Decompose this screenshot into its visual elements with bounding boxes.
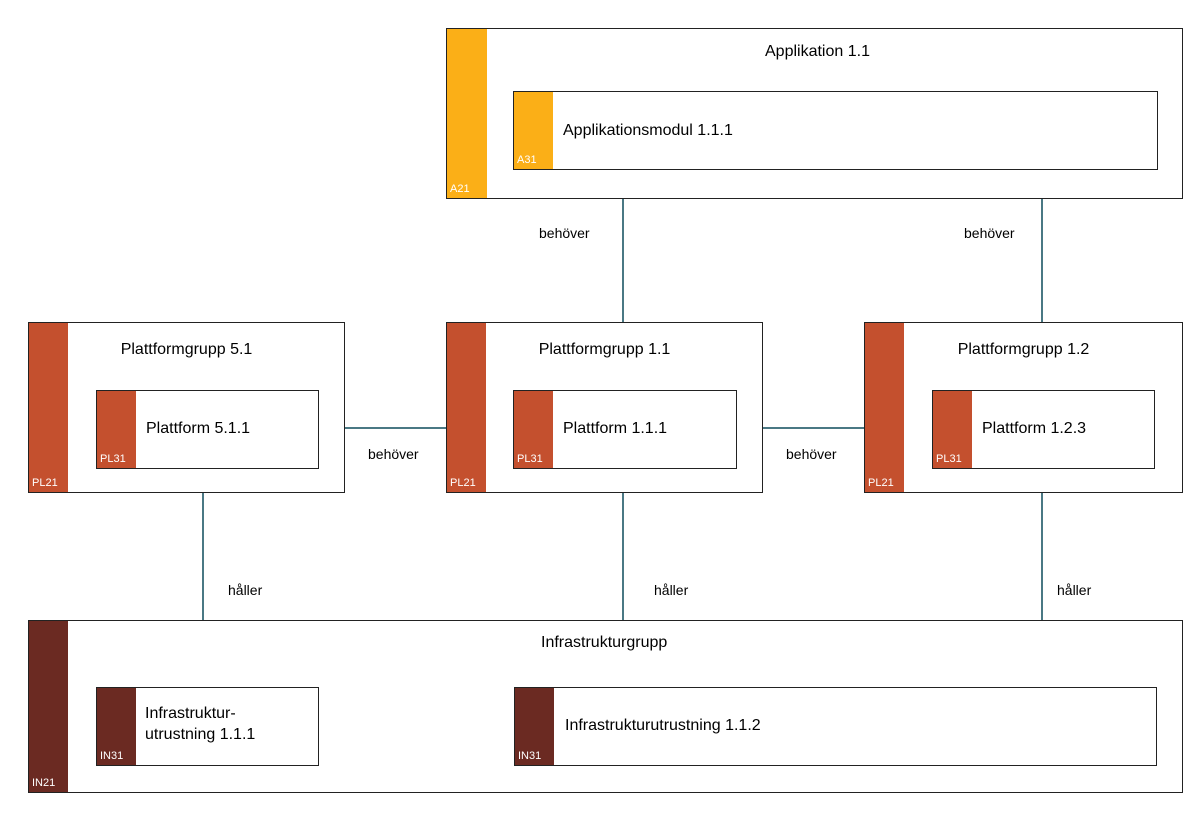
platform-1-2-3-bar: PL31	[933, 391, 972, 468]
infrastructure-equipment-1-1-1: IN31 Infrastruktur- utrustning 1.1.1	[96, 687, 319, 766]
platform-1-2-3: PL31 Plattform 1.2.3	[932, 390, 1155, 469]
infrastructure-group-code: IN21	[32, 777, 56, 789]
edge-label-holds-2: håller	[654, 582, 689, 598]
platform-group-1-1-code: PL21	[450, 477, 476, 489]
application-group-code: A21	[450, 183, 470, 195]
application-group-bar: A21	[447, 29, 487, 198]
edge-label-needs-left: behöver	[539, 225, 590, 241]
platform-group-1-2-bar: PL21	[865, 323, 904, 492]
infrastructure-group-title: Infrastrukturgrupp	[541, 634, 668, 651]
edge-label-needs-right: behöver	[964, 225, 1015, 241]
infrastructure-equipment-1-1-1-bar: IN31	[97, 688, 136, 765]
platform-group-1-1-bar: PL21	[447, 323, 486, 492]
application-module-code: A31	[517, 154, 537, 166]
application-module-title: Applikationsmodul 1.1.1	[563, 122, 733, 139]
application-module-bar: A31	[514, 92, 553, 169]
platform-group-1-1: PL21 Plattformgrupp 1.1 PL31 Plattform 1…	[446, 322, 763, 493]
infrastructure-group: IN21 Infrastrukturgrupp IN31 Infrastrukt…	[28, 620, 1183, 793]
platform-1-2-3-title: Plattform 1.2.3	[982, 420, 1087, 437]
platform-1-1-1-bar: PL31	[514, 391, 553, 468]
infrastructure-equipment-1-1-2-code: IN31	[518, 750, 542, 762]
platform-5-1-1-title: Plattform 5.1.1	[146, 420, 251, 437]
application-module: A31 Applikationsmodul 1.1.1	[513, 91, 1158, 170]
infrastructure-equipment-1-1-1-title-line2: utrustning 1.1.1	[145, 726, 256, 743]
platform-1-1-1-code: PL31	[517, 453, 543, 465]
platform-5-1-1: PL31 Plattform 5.1.1	[96, 390, 319, 469]
edge-label-holds-3: håller	[1057, 582, 1092, 598]
infrastructure-equipment-1-1-1-title-line1: Infrastruktur-	[145, 705, 236, 722]
platform-group-1-1-title: Plattformgrupp 1.1	[538, 341, 671, 358]
platform-group-1-2-title: Plattformgrupp 1.2	[957, 341, 1090, 358]
infrastructure-equipment-1-1-2-title: Infrastrukturutrustning 1.1.2	[565, 717, 761, 734]
infrastructure-equipment-1-1-2-bar: IN31	[515, 688, 554, 765]
edge-label-holds-1: håller	[228, 582, 263, 598]
platform-5-1-1-bar: PL31	[97, 391, 136, 468]
platform-group-1-2-code: PL21	[868, 477, 894, 489]
edge-label-platform-needs-left: behöver	[368, 446, 419, 462]
platform-group-1-2: PL21 Plattformgrupp 1.2 PL31 Plattform 1…	[864, 322, 1183, 493]
application-group-title: Applikation 1.1	[765, 43, 870, 60]
platform-group-5-1: PL21 Plattformgrupp 5.1 PL31 Plattform 5…	[28, 322, 345, 493]
infrastructure-group-bar: IN21	[29, 621, 68, 792]
platform-group-5-1-bar: PL21	[29, 323, 68, 492]
platform-1-1-1: PL31 Plattform 1.1.1	[513, 390, 737, 469]
application-group: A21 Applikation 1.1 A31 Applikationsmodu…	[446, 28, 1183, 199]
platform-group-5-1-code: PL21	[32, 477, 58, 489]
infrastructure-equipment-1-1-1-code: IN31	[100, 750, 124, 762]
platform-1-2-3-code: PL31	[936, 453, 962, 465]
infrastructure-equipment-1-1-2: IN31 Infrastrukturutrustning 1.1.2	[514, 687, 1157, 766]
platform-1-1-1-title: Plattform 1.1.1	[563, 420, 668, 437]
platform-5-1-1-code: PL31	[100, 453, 126, 465]
platform-group-5-1-title: Plattformgrupp 5.1	[120, 341, 253, 358]
edge-label-platform-needs-right: behöver	[786, 446, 837, 462]
